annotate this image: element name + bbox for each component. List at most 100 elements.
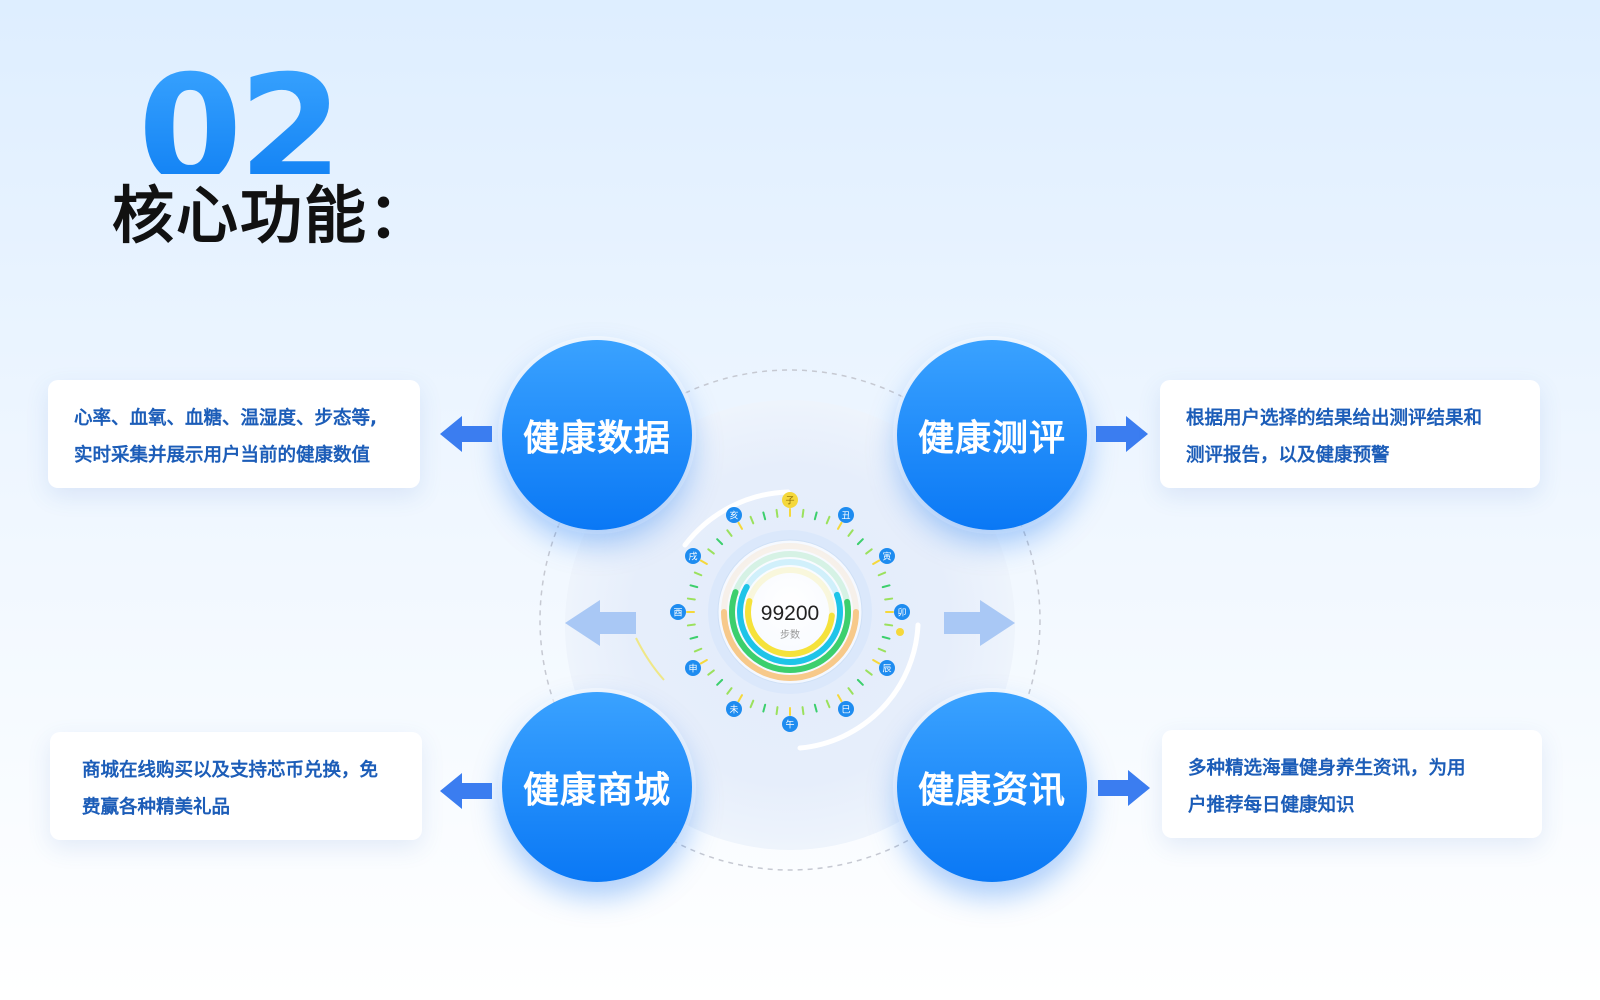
desc-card-health-data: 心率、血氧、血糖、温湿度、步态等, 实时采集并展示用户当前的健康数值 (48, 380, 420, 488)
dial-tick (749, 699, 755, 709)
dial-tick (877, 571, 887, 577)
dial-tick (693, 647, 703, 653)
dial-tick (865, 548, 873, 555)
dial-tick (865, 669, 873, 676)
dial-tick (749, 515, 755, 525)
dial-hour-badge (878, 660, 895, 676)
dial-tick (813, 511, 818, 521)
dial-tick (707, 669, 715, 676)
section-number: 02 (138, 56, 368, 174)
feature-circle-health-mall[interactable]: 健康商城 (502, 692, 692, 882)
arrow-right-health-assessment (1096, 416, 1148, 452)
dial-hour-badge (894, 604, 910, 620)
dial-tick (726, 687, 733, 695)
dial-tick (699, 559, 708, 565)
dial-hour-label: 寅 (882, 551, 891, 563)
dial-hour-badge (726, 507, 742, 524)
steps-label: 步数 (780, 628, 800, 641)
feature-title-health-assessment: 健康测评 (917, 418, 1066, 459)
feature-circle-health-data[interactable]: 健康数据 (502, 340, 692, 530)
dial-hour-label: 巳 (841, 704, 850, 715)
dial-tick (884, 597, 894, 601)
dial-tick (872, 559, 881, 565)
dial-hour-label: 戌 (688, 551, 697, 563)
dial-tick (881, 635, 891, 640)
outer-dashed-ring (539, 369, 1041, 871)
dial-ring-progress (721, 609, 859, 681)
dial-tick (872, 659, 881, 665)
dial-tick (699, 659, 708, 665)
dial-tick (686, 623, 696, 627)
dial-tick (762, 511, 767, 521)
dial-hour-badge (878, 548, 895, 564)
dial-tick (726, 529, 733, 537)
dial-tick (686, 597, 696, 601)
dial-tick (716, 678, 724, 686)
steps-value: 99200 (761, 602, 819, 625)
dial-tick (856, 538, 864, 546)
desc-card-health-news: 多种精选海量健身养生资讯，为用 户推荐每日健康知识 (1162, 730, 1542, 838)
desc-line: 户推荐每日健康知识 (1188, 795, 1355, 816)
dial-tick (837, 521, 843, 530)
arrow-right-health-news (1098, 770, 1150, 806)
dial-tick (737, 694, 743, 703)
desc-card-health-assessment: 根据用户选择的结果给出测评结果和 测评报告，以及健康预警 (1160, 380, 1540, 488)
dial-tick (775, 706, 779, 716)
desc-card-health-mall: 商城在线购买以及支持芯币兑换，免 费赢各种精美礼品 (50, 732, 422, 840)
desc-line: 商城在线购买以及支持芯币兑换，免 (82, 760, 379, 781)
dial-hour-badge (726, 700, 742, 717)
dial-tick (801, 508, 805, 518)
dial-hour-badge (685, 660, 702, 676)
desc-line: 实时采集并展示用户当前的健康数值 (74, 445, 371, 466)
dial-hour-badge (838, 507, 854, 524)
white-arc-top (682, 489, 791, 548)
dial-tick (801, 706, 805, 716)
center-left-arrow (565, 600, 636, 646)
feature-title-health-data: 健康数据 (522, 418, 671, 459)
dial-tick (737, 521, 743, 530)
feature-circle-health-assessment[interactable]: 健康测评 (897, 340, 1087, 530)
desc-line: 测评报告，以及健康预警 (1186, 445, 1390, 466)
desc-line: 费赢各种精美礼品 (82, 797, 231, 818)
desc-line: 心率、血氧、血糖、温湿度、步态等, (74, 408, 378, 429)
dial-hour-label: 亥 (729, 510, 738, 522)
dial-tick (762, 703, 767, 713)
desc-line: 多种精选海量健身养生资讯，为用 (1188, 758, 1466, 779)
dial-tick (813, 703, 818, 713)
dial-tick (847, 529, 854, 537)
dial-hour-label: 申 (688, 663, 697, 675)
desc-line: 根据用户选择的结果给出测评结果和 (1186, 408, 1483, 429)
dial-hour-badge (670, 604, 686, 620)
dial-tick (693, 571, 703, 577)
arrow-left-health-data (440, 416, 492, 452)
dial-hour-label: 未 (729, 703, 738, 715)
dial-ring-progress (737, 584, 843, 665)
dial-ring-progress (729, 589, 851, 673)
feature-circle-health-news[interactable]: 健康资讯 (897, 692, 1087, 882)
dial-hour-label: 午 (785, 719, 794, 731)
dial-hour-label: 丑 (841, 511, 850, 522)
feature-title-health-mall: 健康商城 (522, 770, 671, 811)
dial-tick (884, 623, 894, 627)
center-right-arrow (944, 600, 1015, 646)
page-title: 核心功能： (112, 179, 433, 252)
dial-tick (716, 538, 724, 546)
sun-icon (896, 628, 904, 636)
dial-trail (635, 637, 665, 681)
dial-tick (775, 508, 779, 518)
dial-tick (689, 635, 699, 640)
feature-title-health-news: 健康资讯 (917, 770, 1066, 811)
dial-tick (847, 687, 854, 695)
dial-tick (881, 584, 891, 589)
dial-tick (877, 647, 887, 653)
dial-tick (825, 515, 831, 525)
dial-tick (856, 678, 864, 686)
dial-tick (689, 584, 699, 589)
dial-tick (837, 694, 843, 703)
dial-ring-progress (745, 598, 835, 657)
section-number-text: 02 (138, 56, 368, 174)
dial-tick (825, 699, 831, 709)
